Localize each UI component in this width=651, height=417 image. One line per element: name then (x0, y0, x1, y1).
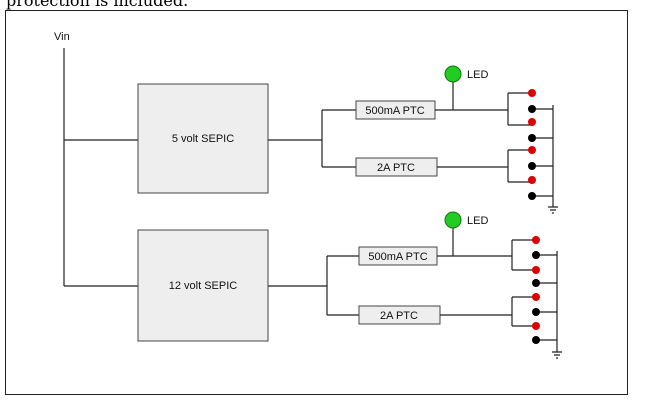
terminal-leads-positive-5v (508, 92, 532, 183)
led-indicator-5v (444, 65, 462, 83)
terminal-ground-bus-5v (532, 105, 554, 207)
terminal-positive-12v-1 (532, 236, 540, 244)
ground-symbol-5v (548, 206, 558, 214)
converter-box-5v (137, 83, 269, 194)
terminal-positive-12v-4 (532, 322, 540, 330)
vin-label: Vin (54, 31, 70, 43)
terminal-positive-5v-1 (528, 89, 536, 97)
caption-text: protection is included. (6, 0, 189, 10)
led-indicator-12v (444, 211, 462, 229)
terminal-positive-5v-4 (528, 176, 536, 184)
fuse-label-12v-2a: 2A PTC (380, 310, 418, 322)
terminal-negative-5v-1 (528, 105, 536, 113)
terminal-negative-5v-2 (528, 134, 536, 142)
terminal-negative-12v-2 (532, 279, 540, 287)
converter-label-12v: 12 volt SEPIC (169, 280, 238, 292)
terminal-negative-12v-1 (532, 251, 540, 259)
terminal-positive-5v-3 (528, 146, 536, 154)
fuse-label-5v-2a: 2A PTC (377, 162, 415, 174)
terminal-negative-5v-3 (528, 162, 536, 170)
terminal-positive-12v-3 (532, 293, 540, 301)
terminal-positive-5v-2 (528, 118, 536, 126)
terminal-positive-12v-2 (532, 266, 540, 274)
led-label-5v: LED (467, 69, 488, 81)
terminal-negative-5v-4 (528, 192, 536, 200)
fuse-label-5v-500ma: 500mA PTC (365, 105, 424, 117)
terminal-negative-12v-3 (532, 308, 540, 316)
diagram-frame (5, 10, 628, 395)
terminal-ground-bus-12v (536, 251, 558, 352)
led-label-12v: LED (467, 215, 488, 227)
converter-label-5v: 5 volt SEPIC (172, 133, 234, 145)
fuse-label-12v-500ma: 500mA PTC (368, 251, 427, 263)
ground-symbol-12v (552, 351, 562, 359)
terminal-negative-12v-4 (532, 336, 540, 344)
